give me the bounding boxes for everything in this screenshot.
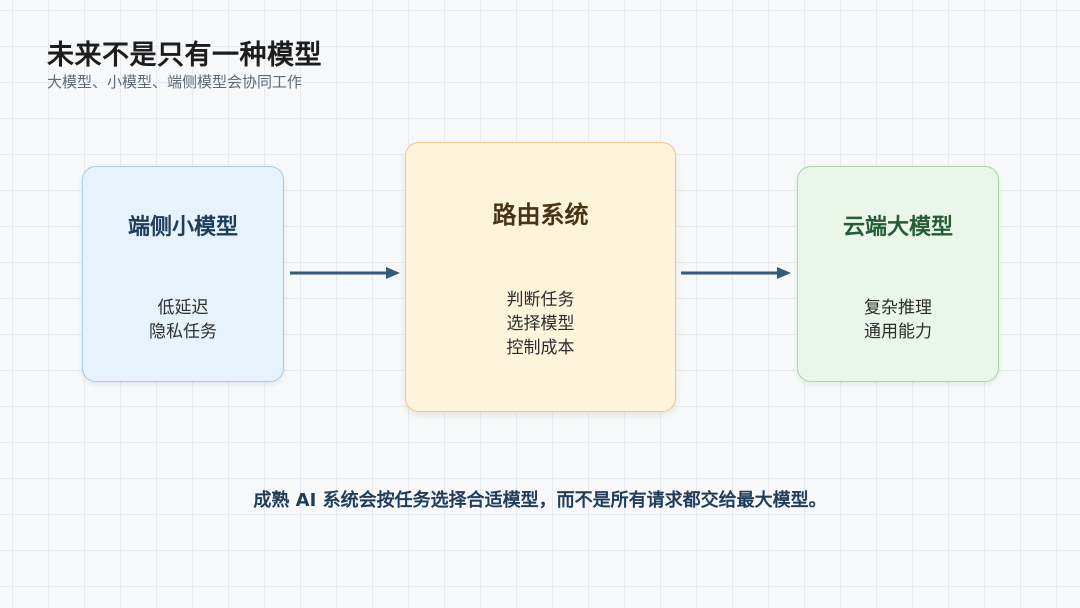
edge-small-model-items: 低延迟 隐私任务 bbox=[83, 296, 283, 344]
box-item: 判断任务 bbox=[506, 290, 575, 310]
router-system-items: 判断任务 选择模型 控制成本 bbox=[406, 288, 675, 360]
box-item: 选择模型 bbox=[506, 314, 575, 334]
box-item: 复杂推理 bbox=[864, 298, 932, 318]
arrow-right-icon bbox=[681, 267, 791, 279]
footer-caption: 成熟 AI 系统会按任务选择合适模型，而不是所有请求都交给最大模型。 bbox=[253, 490, 827, 511]
box-item: 隐私任务 bbox=[149, 322, 217, 342]
box-item: 通用能力 bbox=[864, 322, 932, 342]
arrow-right-icon bbox=[290, 267, 400, 279]
router-system-title: 路由系统 bbox=[492, 201, 589, 229]
cloud-large-model-box: 云端大模型 复杂推理 通用能力 bbox=[797, 166, 999, 382]
edge-small-model-title: 端侧小模型 bbox=[127, 215, 238, 240]
page-subtitle: 大模型、小模型、端侧模型会协同工作 bbox=[47, 73, 303, 91]
edge-small-model-box: 端侧小模型 低延迟 隐私任务 bbox=[82, 166, 284, 382]
router-system-box: 路由系统 判断任务 选择模型 控制成本 bbox=[405, 142, 676, 412]
box-item: 控制成本 bbox=[506, 338, 575, 358]
cloud-large-model-items: 复杂推理 通用能力 bbox=[798, 296, 998, 344]
cloud-large-model-title: 云端大模型 bbox=[842, 215, 953, 240]
page-title: 未来不是只有一种模型 bbox=[47, 40, 322, 71]
box-item: 低延迟 bbox=[157, 298, 209, 318]
